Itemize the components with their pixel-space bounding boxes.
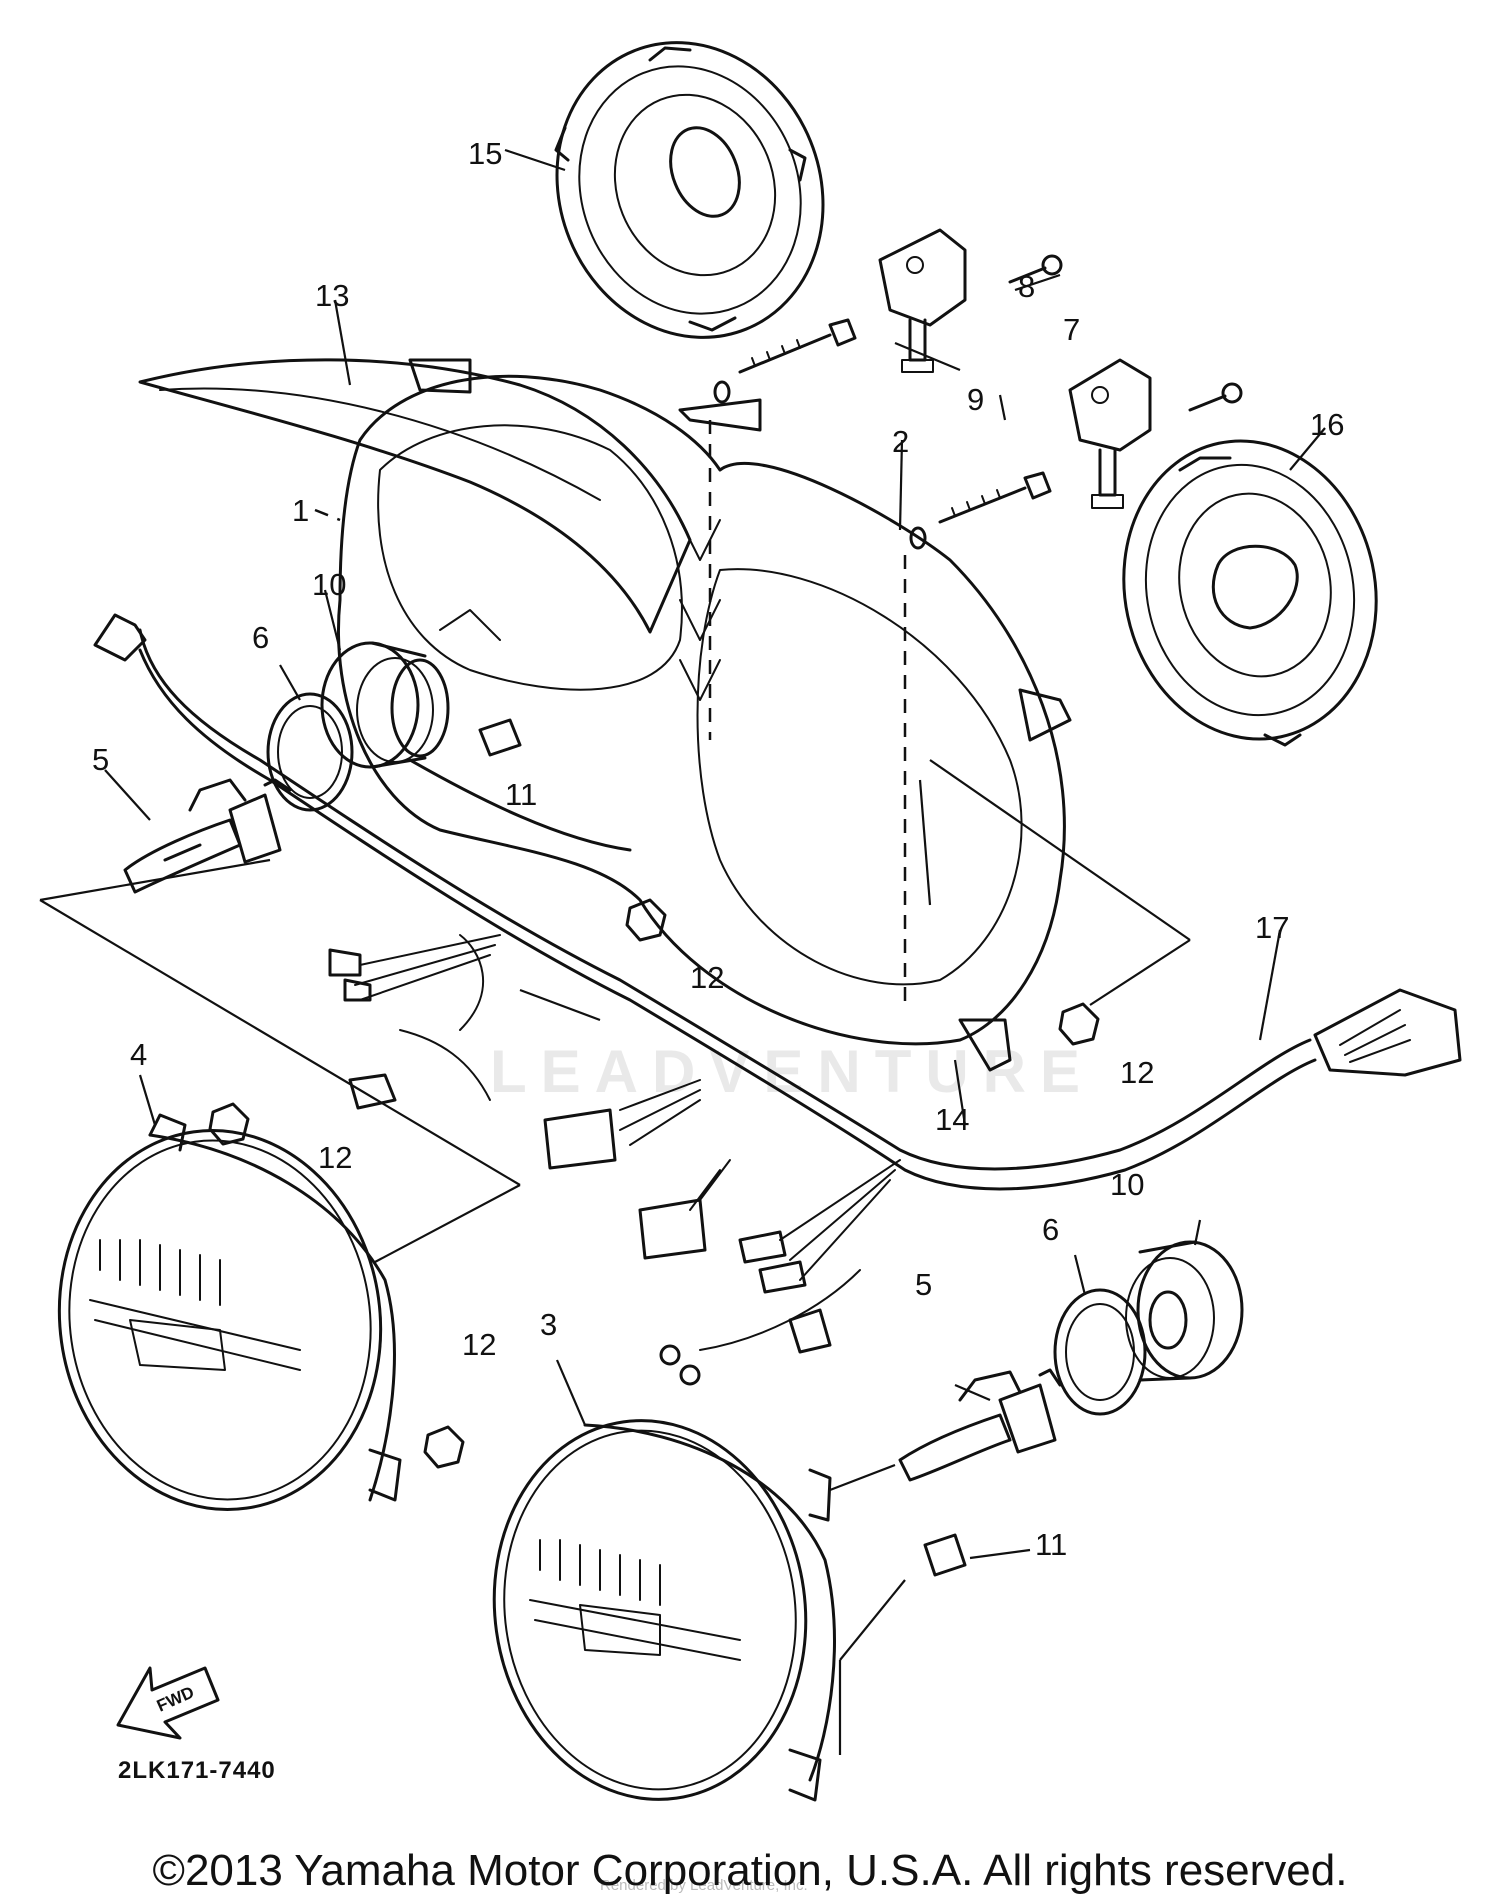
callout-12-d: 12 (462, 1327, 496, 1362)
part-14-housing (337, 358, 1072, 1072)
callout-1: 1 (292, 493, 309, 528)
part-12-nut-a (625, 898, 667, 942)
callout-5-lower: 5 (915, 1267, 932, 1302)
callout-6-upper: 6 (252, 620, 269, 655)
part-8-screw-upper (1008, 254, 1063, 284)
part-2-ring-lower (909, 526, 927, 550)
callout-13: 13 (315, 278, 349, 313)
render-note: Rendered by LeadVenture, Inc. (600, 1877, 808, 1894)
part-16-rear-cover (1122, 439, 1378, 747)
diagram-part-number: 2LK171-7440 (118, 1757, 276, 1784)
part-4-headlight-unit (57, 1113, 402, 1511)
assembly-guide-lines (39, 420, 1191, 1755)
callout-5-upper: 5 (92, 742, 109, 777)
part-7-adjuster-bracket-lower (1068, 358, 1152, 509)
callout-10-upper: 10 (312, 567, 346, 602)
part-6-ring-left (266, 692, 354, 812)
callout-6-lower: 6 (1042, 1212, 1059, 1247)
callout-12-b: 12 (1120, 1055, 1154, 1090)
part-9-adjusting-screw-upper (738, 318, 857, 374)
callout-12-a: 12 (690, 960, 724, 995)
part-5-bulb-left (123, 778, 292, 894)
fwd-arrow-icon: FWD (116, 1666, 220, 1740)
callout-8: 8 (1018, 269, 1035, 304)
copyright-notice: ©2013 Yamaha Motor Corporation, U.S.A. A… (152, 1846, 1348, 1895)
callout-7: 7 (1063, 312, 1080, 347)
part-11-clip-lower (923, 1533, 967, 1577)
part-10-bulb-holder-left (320, 641, 450, 769)
part-13-foam-strip (138, 358, 692, 634)
watermark-text: LEADVENTURE (490, 1038, 1094, 1105)
callout-2: 2 (892, 424, 909, 459)
part-8-screw-lower (1188, 382, 1243, 412)
part-5-bulb-right (898, 1368, 1062, 1482)
callout-9: 9 (967, 382, 984, 417)
callout-17: 17 (1255, 910, 1289, 945)
callout-12-c: 12 (318, 1140, 352, 1175)
part-12-nut-b (1058, 1002, 1100, 1046)
callout-10-lower: 10 (1110, 1167, 1144, 1202)
callout-3: 3 (540, 1307, 557, 1342)
part-1-reference (314, 508, 341, 522)
part-3-headlight-unit (492, 1419, 836, 1802)
part-7-adjuster-bracket-upper (878, 228, 967, 373)
part-10-bulb-holder-right (1125, 1240, 1244, 1382)
part-12-nut-c (208, 1102, 250, 1146)
part-17-wire-harness (93, 613, 1462, 1386)
callout-11-upper: 11 (505, 777, 537, 812)
callout-15: 15 (468, 136, 502, 171)
part-2-ring-upper (713, 380, 731, 404)
callout-16: 16 (1310, 407, 1344, 442)
callout-4: 4 (130, 1037, 147, 1072)
part-6-ring-right (1053, 1288, 1147, 1416)
callout-14: 14 (935, 1102, 969, 1137)
part-9-adjusting-screw-lower (938, 471, 1052, 524)
callout-leaders (104, 148, 1326, 1560)
callout-11: 11 (1035, 1527, 1067, 1562)
part-15-rear-cover (554, 41, 825, 339)
part-12-nut-d (423, 1425, 465, 1469)
part-11-clip-upper (478, 718, 522, 757)
